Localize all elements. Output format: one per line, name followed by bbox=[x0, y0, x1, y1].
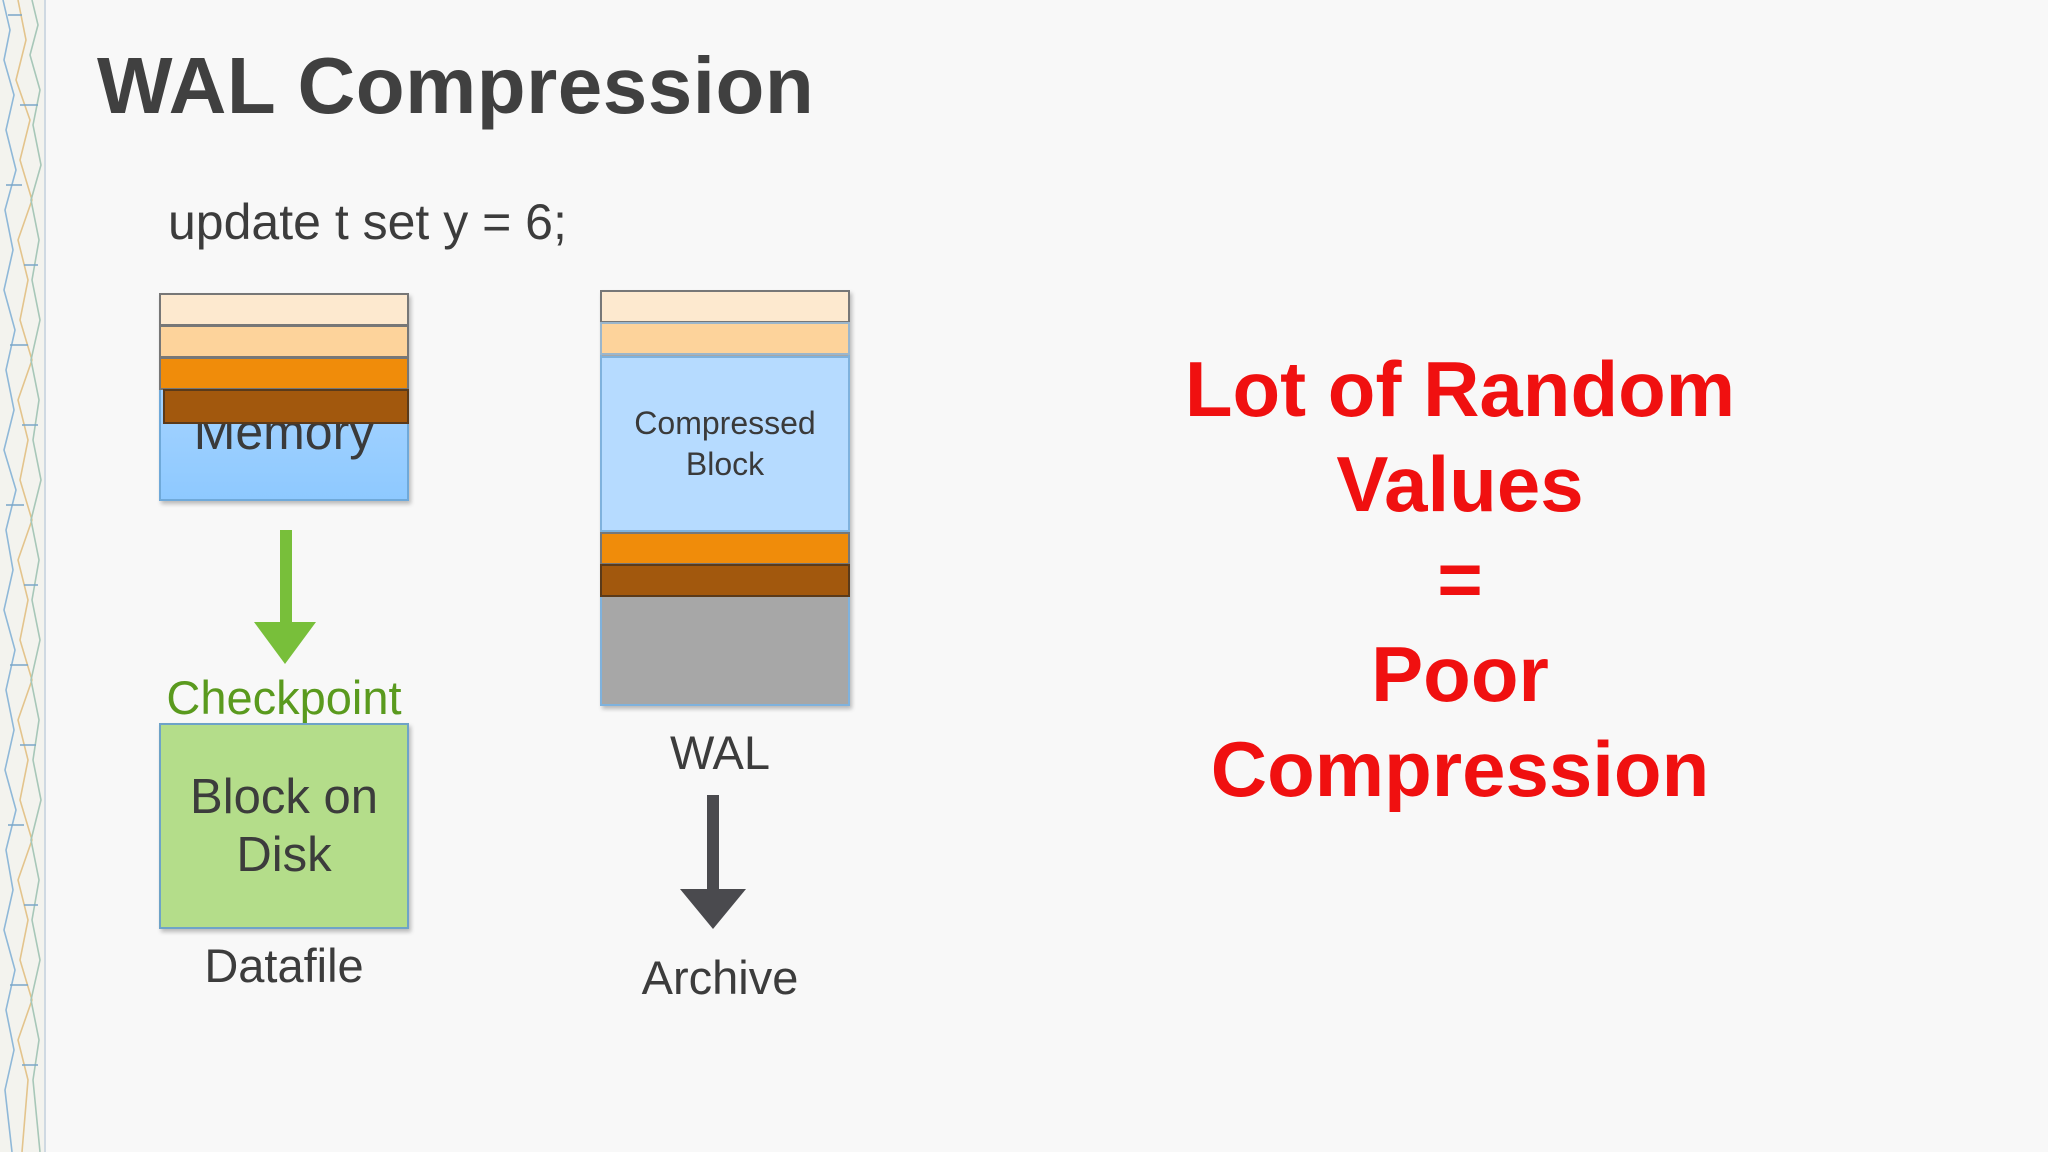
checkpoint-arrow-icon bbox=[254, 530, 316, 664]
compressed-block: Compressed Block bbox=[600, 356, 850, 532]
conclusion-line-3: = bbox=[1437, 535, 1483, 623]
conclusion-text: Lot of Random Values = Poor Compression bbox=[1130, 342, 1790, 817]
decorative-border bbox=[0, 0, 46, 1152]
checkpoint-label: Checkpoint bbox=[166, 671, 402, 724]
wal-layer-4 bbox=[600, 564, 850, 597]
memory-layer-4 bbox=[163, 389, 409, 424]
datafile-caption: Datafile bbox=[204, 939, 364, 992]
block-on-disk: Block on Disk bbox=[159, 723, 409, 929]
archive-caption: Archive bbox=[641, 951, 799, 1004]
compressed-line2: Block bbox=[685, 446, 765, 482]
conclusion-line-2: Values bbox=[1336, 440, 1584, 528]
block-on-disk-line1: Block on bbox=[190, 770, 378, 824]
memory-layer-1 bbox=[159, 293, 409, 326]
compressed-line1: Compressed bbox=[634, 405, 816, 441]
wal-layer-2 bbox=[600, 322, 850, 355]
wal-layer-1 bbox=[600, 290, 850, 323]
conclusion-line-1: Lot of Random bbox=[1184, 345, 1736, 433]
memory-layer-3 bbox=[159, 357, 409, 390]
block-on-disk-line2: Disk bbox=[236, 828, 332, 882]
wal-layer-3 bbox=[600, 532, 850, 565]
memory-layer-2 bbox=[159, 325, 409, 358]
slide-title: WAL Compression bbox=[97, 41, 815, 130]
conclusion-line-4: Poor bbox=[1371, 630, 1549, 718]
archive-arrow-icon bbox=[680, 795, 746, 929]
wal-caption: WAL bbox=[669, 726, 771, 779]
sql-statement: update t set y = 6; bbox=[168, 194, 567, 250]
conclusion-line-5: Compression bbox=[1210, 725, 1710, 813]
